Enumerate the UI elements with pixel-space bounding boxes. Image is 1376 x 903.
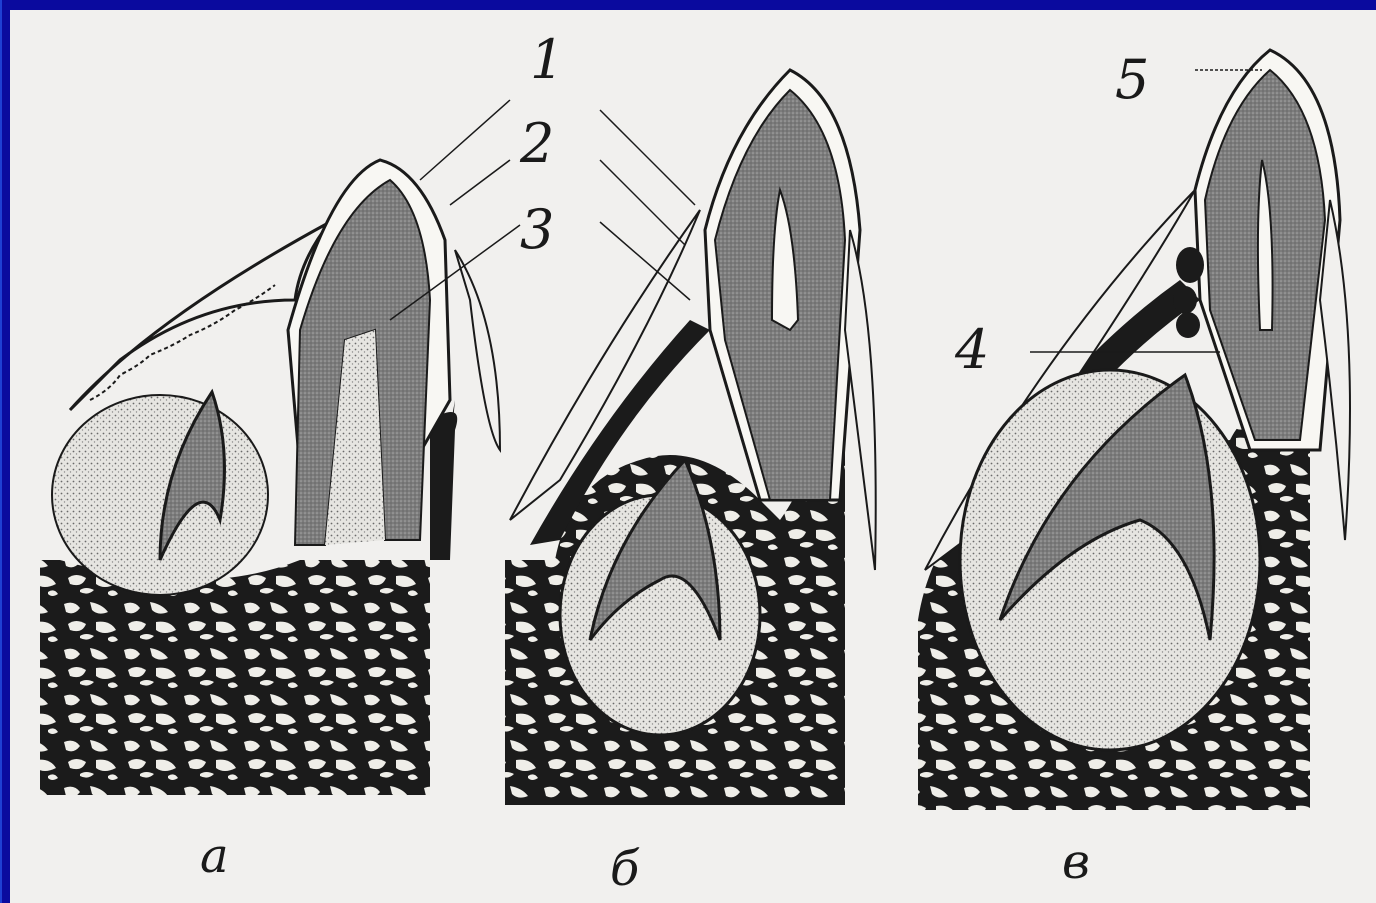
panel-b: б [505,70,876,897]
panel-a-bone-rim [430,412,457,560]
label-3: 3 [520,198,554,261]
panel-a: а [40,160,500,884]
panel-c-resorption-dot [1176,247,1204,283]
label-1: 1 [530,28,564,91]
panel-a-germ-sac [52,395,268,595]
label-4: 4 [954,318,989,381]
label-2: 2 [519,112,554,175]
caption-b: б [610,841,640,897]
caption-a: а [200,828,229,884]
panel-c-resorption-dot [1176,312,1200,338]
panel-c: в [918,50,1350,890]
caption-c: в [1062,834,1090,890]
panel-c-resorption-dot [1173,286,1197,314]
label-5: 5 [1115,48,1149,111]
